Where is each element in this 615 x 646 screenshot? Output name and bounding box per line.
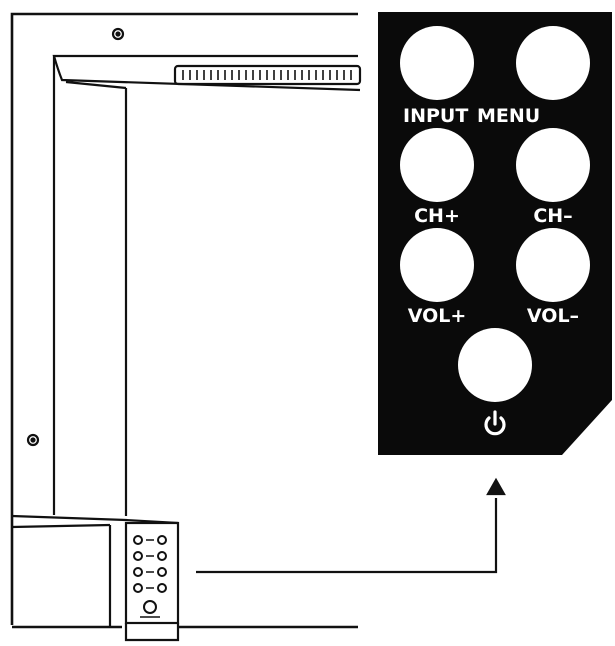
input-button-label: INPUT: [403, 105, 468, 127]
input-button[interactable]: [400, 26, 474, 100]
module-btn-4: [157, 551, 167, 561]
module-power-btn: [143, 600, 157, 614]
tv-outer-frame: [10, 12, 358, 625]
tv-bezel-front: [65, 80, 127, 90]
power-icon: [484, 410, 506, 436]
ch-up-button[interactable]: [400, 128, 474, 202]
module-btn-6: [157, 567, 167, 577]
power-icon-arc: [484, 416, 506, 436]
arrow-line: [196, 498, 498, 574]
vol-down-button[interactable]: [516, 228, 590, 302]
vol-down-button-label: VOL–: [527, 305, 579, 327]
module-btn-2: [157, 535, 167, 545]
vent-slots: [182, 70, 352, 80]
ch-down-button-label: CH–: [533, 205, 572, 227]
arrow-head: [486, 477, 506, 496]
module-btn-1: [133, 535, 143, 545]
panel-body: [378, 12, 612, 455]
screw-left-center: [30, 437, 36, 443]
menu-button-label: MENU: [477, 105, 540, 127]
vol-up-button[interactable]: [400, 228, 474, 302]
module-buttons: [133, 535, 167, 618]
callout-arrow: [196, 477, 506, 574]
module-btn-5: [133, 567, 143, 577]
ch-up-button-label: CH+: [414, 205, 460, 227]
vol-up-button-label: VOL+: [408, 305, 467, 327]
screw-top-center: [115, 31, 121, 37]
ch-down-button[interactable]: [516, 128, 590, 202]
screw-top-icon: [111, 27, 125, 41]
side-button-module: [124, 521, 180, 625]
menu-button[interactable]: [516, 26, 590, 100]
screw-left-icon: [26, 433, 40, 447]
module-foot: [124, 623, 180, 642]
vent-grille: [173, 64, 362, 86]
tv-base-bottom: [11, 523, 111, 529]
module-btn-3: [133, 551, 143, 561]
module-marks: [140, 539, 160, 618]
module-btn-7: [133, 583, 143, 593]
tv-drawing: [10, 12, 362, 642]
power-button[interactable]: [458, 328, 532, 402]
control-panel: INPUT MENU CH+ CH– VOL+ VOL–: [378, 12, 612, 455]
module-btn-8: [157, 583, 167, 593]
